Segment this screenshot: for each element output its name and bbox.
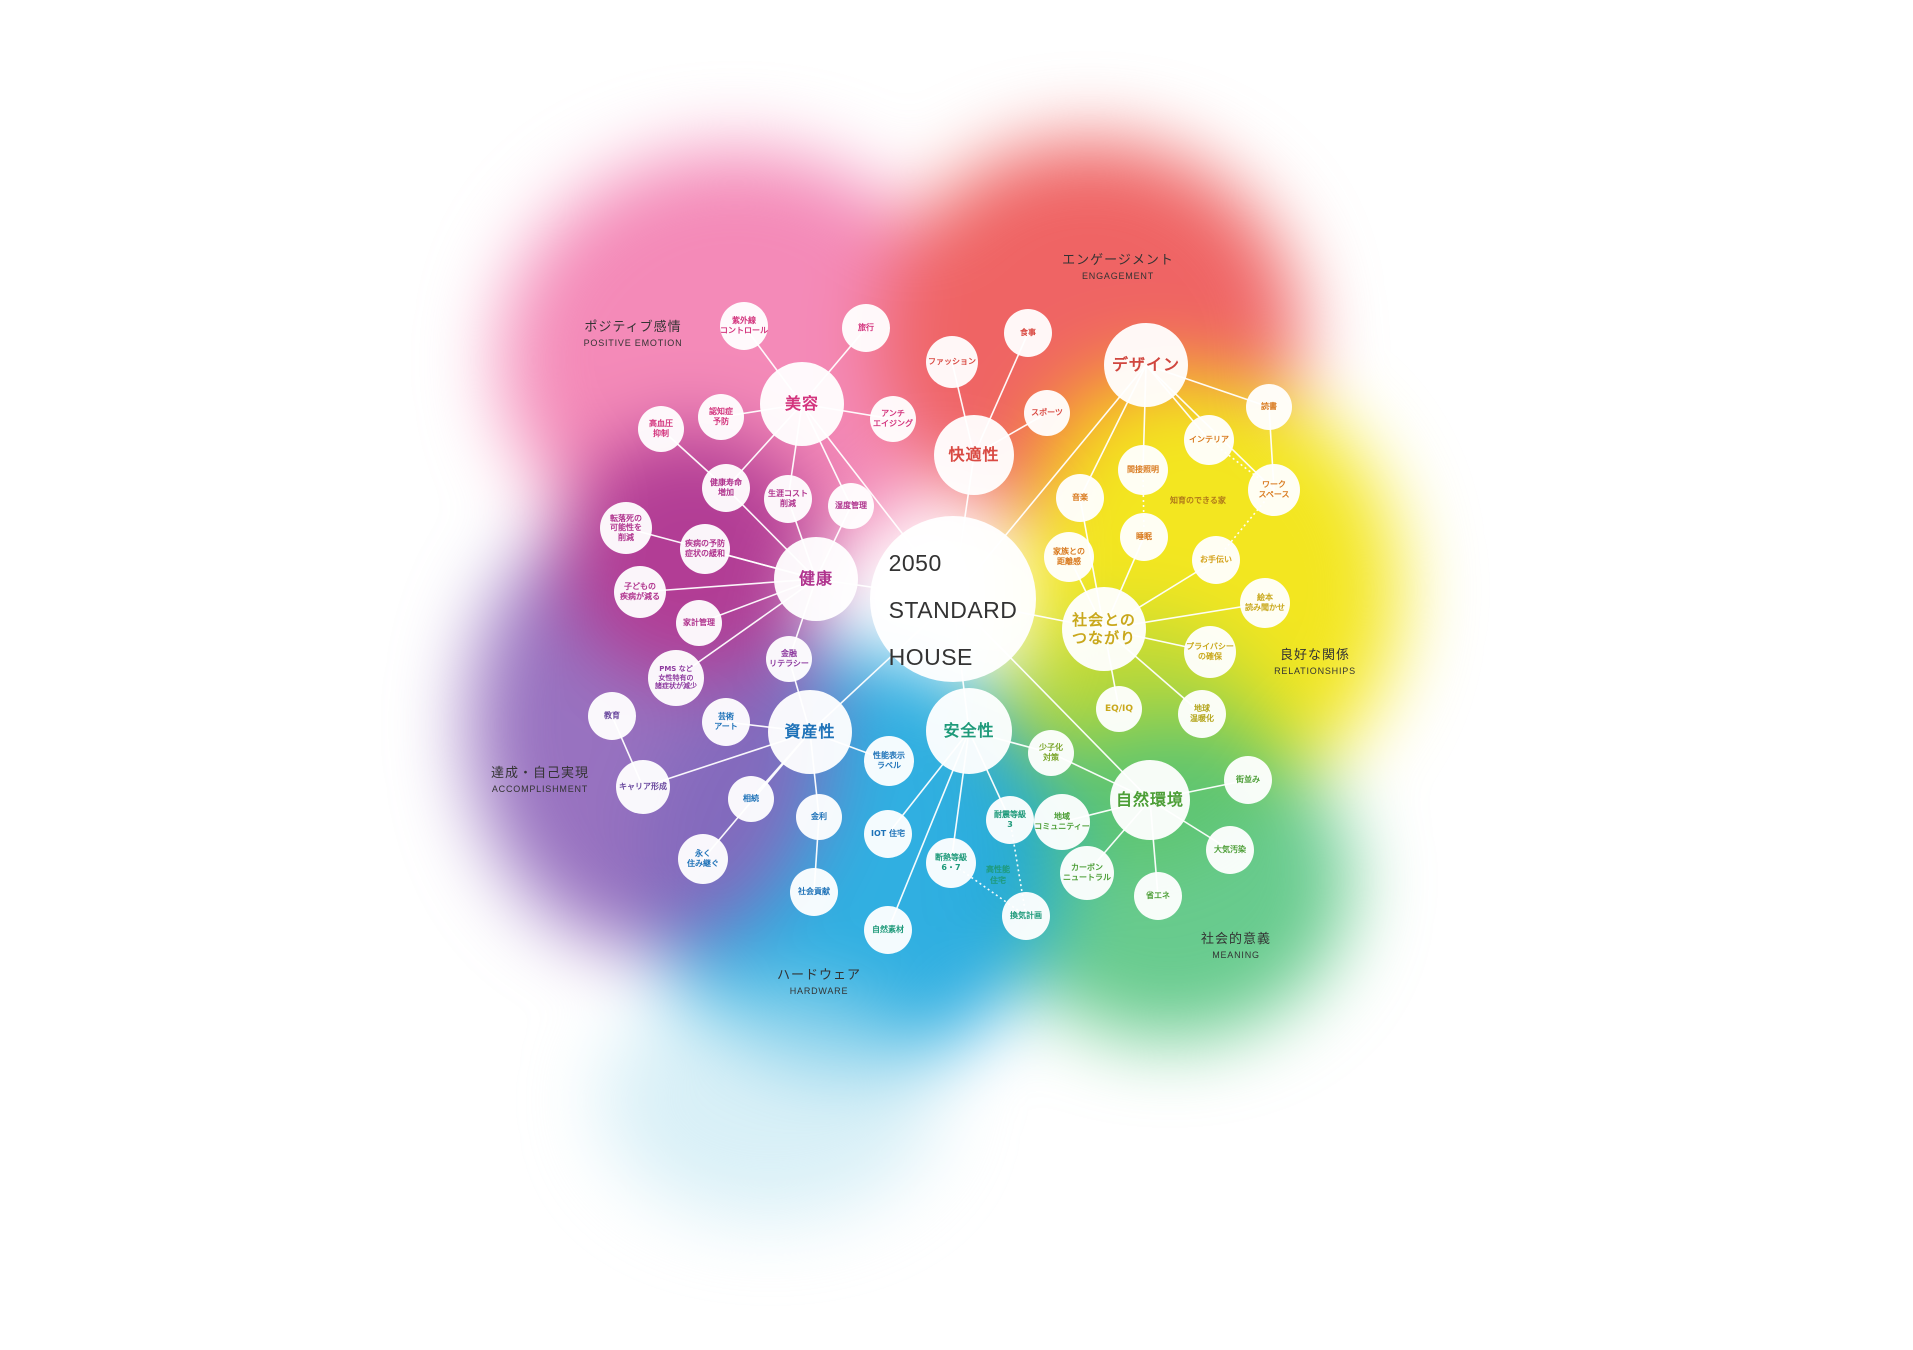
node-uv-control[interactable]: 紫外線 コントロール (720, 302, 768, 350)
node-design[interactable]: デザイン (1104, 323, 1188, 407)
node-local-community[interactable]: 地域 コミュニティー (1034, 794, 1090, 850)
label-study-home: 知育のできる家 (1170, 496, 1226, 505)
center-title: 2050 STANDARD HOUSE (889, 529, 1018, 670)
category-meaning-jp: 社会的意義 (1200, 932, 1272, 947)
node-social[interactable]: 社会との つながり (1062, 587, 1146, 671)
blob-pale-blue (600, 980, 940, 1220)
category-engagement: エンゲージメント ENGAGEMENT (1062, 249, 1174, 281)
label-high-performance-house: 高性能 住宅 (986, 865, 1010, 885)
node-air-pollution[interactable]: 大気汚染 (1206, 826, 1254, 874)
node-carbon-neutral[interactable]: カーボン ニュートラル (1060, 846, 1114, 900)
node-financial-literacy[interactable]: 金融 リテラシー (766, 636, 812, 682)
node-social-contribution[interactable]: 社会貢献 (790, 868, 838, 916)
category-hardware-jp: ハードウェア (776, 968, 862, 983)
category-engagement-en: ENGAGEMENT (1081, 271, 1154, 281)
node-disease-prevention[interactable]: 疾病の予防 症状の緩和 (680, 524, 730, 574)
category-relationships: 良好な関係 RELATIONSHIPS (1274, 644, 1356, 676)
node-meal[interactable]: 食事 (1004, 309, 1052, 357)
node-picture-book[interactable]: 絵本 読み聞かせ (1240, 578, 1290, 628)
node-inheritance[interactable]: 相続 (728, 776, 774, 822)
node-pms[interactable]: PMS など 女性特有の 諸症状が減少 (648, 650, 704, 706)
node-townscape[interactable]: 街並み (1224, 756, 1272, 804)
node-education[interactable]: 教育 (588, 692, 636, 740)
center-line-3: HOUSE (888, 643, 973, 670)
node-fall-death[interactable]: 転落死の 可能性を 削減 (600, 502, 652, 554)
category-positive-emotion: ポジティブ感情 POSITIVE EMOTION (584, 316, 683, 348)
category-accomplishment-en: ACCOMPLISHMENT (491, 784, 589, 794)
node-ventilation-plan[interactable]: 換気計画 (1002, 892, 1050, 940)
node-sleep[interactable]: 睡眠 (1120, 513, 1168, 561)
node-reading[interactable]: 読書 (1246, 384, 1292, 430)
node-music[interactable]: 音楽 (1056, 474, 1104, 522)
node-comfort[interactable]: 快適性 (934, 415, 1014, 495)
node-natural-materials[interactable]: 自然素材 (864, 906, 912, 954)
category-accomplishment-jp: 達成・自己実現 (490, 766, 590, 781)
node-interior[interactable]: インテリア (1184, 415, 1234, 465)
node-travel[interactable]: 旅行 (842, 304, 890, 352)
connection-line (1208, 439, 1275, 491)
node-seismic-grade[interactable]: 耐震等級 3 (986, 796, 1034, 844)
node-health[interactable]: 健康 (774, 537, 858, 621)
node-nature[interactable]: 自然環境 (1110, 760, 1190, 840)
category-engagement-jp: エンゲージメント (1062, 253, 1174, 268)
category-relationships-en: RELATIONSHIPS (1274, 666, 1356, 676)
node-anti-aging[interactable]: アンチ エイジング (870, 396, 916, 442)
node-insulation-grade[interactable]: 断熱等級 6・7 (926, 838, 976, 888)
category-positive-emotion-jp: ポジティブ感情 (584, 320, 682, 335)
node-career[interactable]: キャリア形成 (616, 760, 670, 814)
node-healthy-lifespan[interactable]: 健康寿命 増加 (702, 464, 750, 512)
category-positive-emotion-en: POSITIVE EMOTION (583, 338, 683, 348)
node-iot-house[interactable]: IOT 住宅 (864, 810, 912, 858)
node-birthrate-measures[interactable]: 少子化 対策 (1028, 730, 1074, 776)
node-work-space[interactable]: ワーク スペース (1248, 464, 1300, 516)
node-help-out[interactable]: お手伝い (1192, 536, 1240, 584)
center-line-2: STANDARD (888, 597, 1018, 623)
node-humidity-control[interactable]: 湿度管理 (828, 483, 874, 529)
node-privacy[interactable]: プライバシー の確保 (1184, 626, 1236, 678)
node-family-distance[interactable]: 家族との 距離感 (1044, 532, 1094, 582)
node-art[interactable]: 芸術 アート (702, 698, 750, 746)
center-node[interactable]: 2050 STANDARD HOUSE (870, 516, 1036, 682)
node-energy-saving[interactable]: 省エネ (1134, 872, 1182, 920)
category-accomplishment: 達成・自己実現 ACCOMPLISHMENT (491, 762, 589, 794)
node-eq-iq[interactable]: EQ/IQ (1096, 686, 1142, 732)
node-global-warming[interactable]: 地球 温暖化 (1178, 690, 1226, 738)
node-safety[interactable]: 安全性 (926, 688, 1012, 774)
category-meaning-en: MEANING (1212, 950, 1260, 960)
node-interest-rate[interactable]: 金利 (796, 794, 842, 840)
node-child-disease[interactable]: 子どもの 疾病が減る (614, 566, 666, 618)
category-relationships-jp: 良好な関係 (1279, 648, 1350, 663)
node-fashion[interactable]: ファッション (926, 336, 978, 388)
node-beauty[interactable]: 美容 (760, 362, 844, 446)
category-meaning: 社会的意義 MEANING (1201, 928, 1271, 960)
node-dementia-prevention[interactable]: 認知症 予防 (698, 394, 744, 440)
node-performance-label[interactable]: 性能表示 ラベル (864, 736, 914, 786)
category-hardware: ハードウェア HARDWARE (777, 964, 861, 996)
center-line-1: 2050 (888, 550, 942, 577)
node-indirect-lighting[interactable]: 間接照明 (1118, 445, 1168, 495)
node-household-budget[interactable]: 家計管理 (676, 600, 722, 646)
node-asset[interactable]: 資産性 (768, 690, 852, 774)
node-long-term-living[interactable]: 永く 住み継ぐ (678, 834, 728, 884)
category-hardware-en: HARDWARE (789, 986, 849, 996)
node-sports[interactable]: スポーツ (1024, 390, 1070, 436)
node-blood-pressure[interactable]: 高血圧 抑制 (638, 406, 684, 452)
node-lifetime-cost[interactable]: 生涯コスト 削減 (764, 475, 812, 523)
